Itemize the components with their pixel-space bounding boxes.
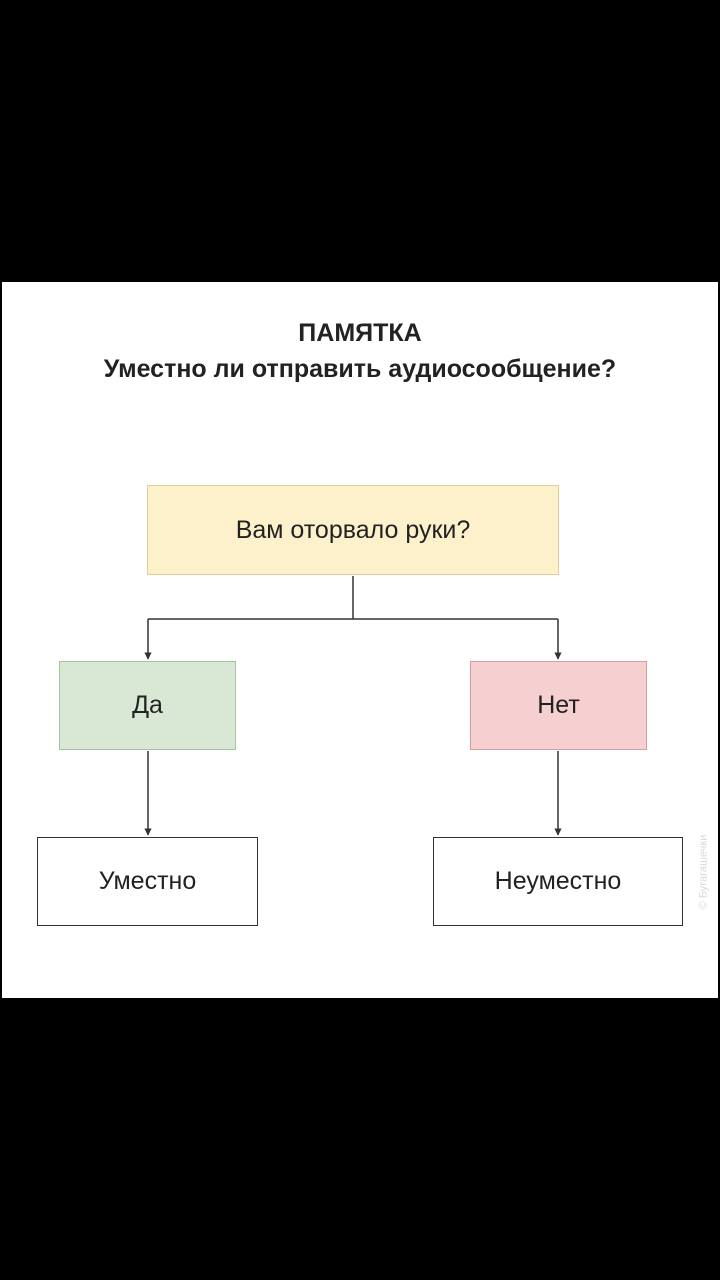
memo-card: ПАМЯТКА Уместно ли отправить аудиосообще… (2, 282, 718, 998)
watermark-text: © Бугагашечки (697, 834, 709, 910)
question-label: Вам оторвало руки? (235, 515, 471, 544)
yes-label: Да (132, 691, 163, 719)
memo-title: ПАМЯТКА (298, 319, 422, 347)
appropriate-result-node: Уместно (37, 837, 258, 926)
inappropriate-result-node: Неуместно (433, 837, 683, 926)
no-node: Нет (470, 661, 647, 750)
watermark: © Бугагашечки (688, 807, 718, 937)
appropriate-label: Уместно (98, 867, 197, 895)
memo-subtitle: Уместно ли отправить аудиосообщение? (103, 355, 617, 383)
yes-node: Да (59, 661, 236, 750)
no-label: Нет (537, 691, 580, 719)
question-node: Вам оторвало руки? (147, 485, 559, 575)
inappropriate-label: Неуместно (494, 867, 622, 895)
